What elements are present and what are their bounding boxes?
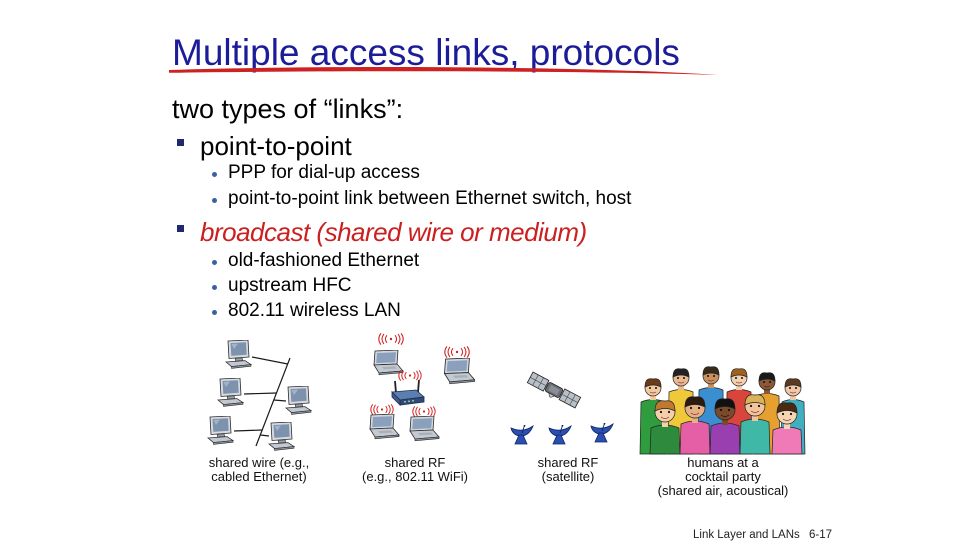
desktop-computer-icon <box>207 416 234 445</box>
laptop-icon <box>373 350 404 376</box>
figure-caption: shared RF (satellite) <box>508 456 628 484</box>
satellite-dish-icon <box>590 423 614 443</box>
caption-line: shared RF <box>384 455 446 470</box>
desktop-computer-icon <box>225 340 252 369</box>
title-underline <box>169 67 717 75</box>
party-guest <box>649 400 681 455</box>
intro-text: two types of “links”: <box>172 94 404 124</box>
satellite-icon <box>526 371 582 409</box>
caption-line: shared wire (e.g., <box>208 455 310 470</box>
sub-bullet: upstream HFC <box>228 275 352 296</box>
sub-bullet: point-to-point link between Ethernet swi… <box>228 188 632 209</box>
caption-line: cabled Ethernet) <box>211 469 307 484</box>
bullet-point-to-point: point-to-point <box>200 131 352 161</box>
sub-bullet: PPP for dial-up access <box>228 162 420 183</box>
shared-rf-satellite-figure <box>510 371 614 445</box>
round-bullet-icon <box>212 310 217 315</box>
wifi-waves-icon <box>370 404 394 415</box>
laptop-icon <box>409 416 440 442</box>
round-bullet-icon <box>212 285 217 290</box>
wifi-waves-icon <box>412 406 436 417</box>
caption-line: (satellite) <box>541 469 595 484</box>
figure-caption: humans at a cocktail party (shared air, … <box>638 456 808 498</box>
desktop-computer-icon <box>285 386 312 415</box>
caption-line: (e.g., 802.11 WiFi) <box>362 469 468 484</box>
shared-rf-wifi-figure <box>369 333 476 442</box>
party-guest <box>709 398 741 455</box>
laptop-icon <box>443 358 476 385</box>
wifi-waves-icon <box>378 333 404 345</box>
wireless-router-icon <box>391 379 425 406</box>
sub-bullet: old-fashioned Ethernet <box>228 250 420 271</box>
caption-line: humans at a <box>687 455 759 470</box>
figure-caption: shared wire (e.g., cabled Ethernet) <box>189 456 329 484</box>
ethernet-cable-line <box>233 356 291 447</box>
figure-caption: shared RF (e.g., 802.11 WiFi) <box>345 456 485 484</box>
bullet-broadcast: broadcast (shared wire or medium) <box>200 217 587 247</box>
slide-title: Multiple access links, protocols <box>172 32 680 73</box>
round-bullet-icon <box>212 260 217 265</box>
desktop-computer-icon <box>217 378 244 407</box>
caption-line: shared RF <box>537 455 599 470</box>
satellite-dish-icon <box>548 425 572 445</box>
wifi-waves-icon <box>444 346 470 358</box>
square-bullet-icon <box>177 139 184 146</box>
caption-line: (shared air, acoustical) <box>657 483 789 498</box>
square-bullet-icon <box>177 225 184 232</box>
satellite-dish-icon <box>510 425 534 445</box>
cocktail-party-figure <box>639 366 806 455</box>
party-guest <box>771 402 803 455</box>
caption-line: cocktail party <box>685 469 761 484</box>
party-guest <box>739 394 771 455</box>
round-bullet-icon <box>212 172 217 177</box>
round-bullet-icon <box>212 198 217 203</box>
footer-chapter: Link Layer and LANs <box>693 529 800 541</box>
sub-bullet: 802.11 wireless LAN <box>228 300 401 321</box>
laptop-icon <box>369 414 400 440</box>
party-guest <box>679 396 711 455</box>
shared-wire-figure <box>207 340 312 451</box>
desktop-computer-icon <box>268 422 295 451</box>
footer-page-number: 6-17 <box>809 529 833 541</box>
